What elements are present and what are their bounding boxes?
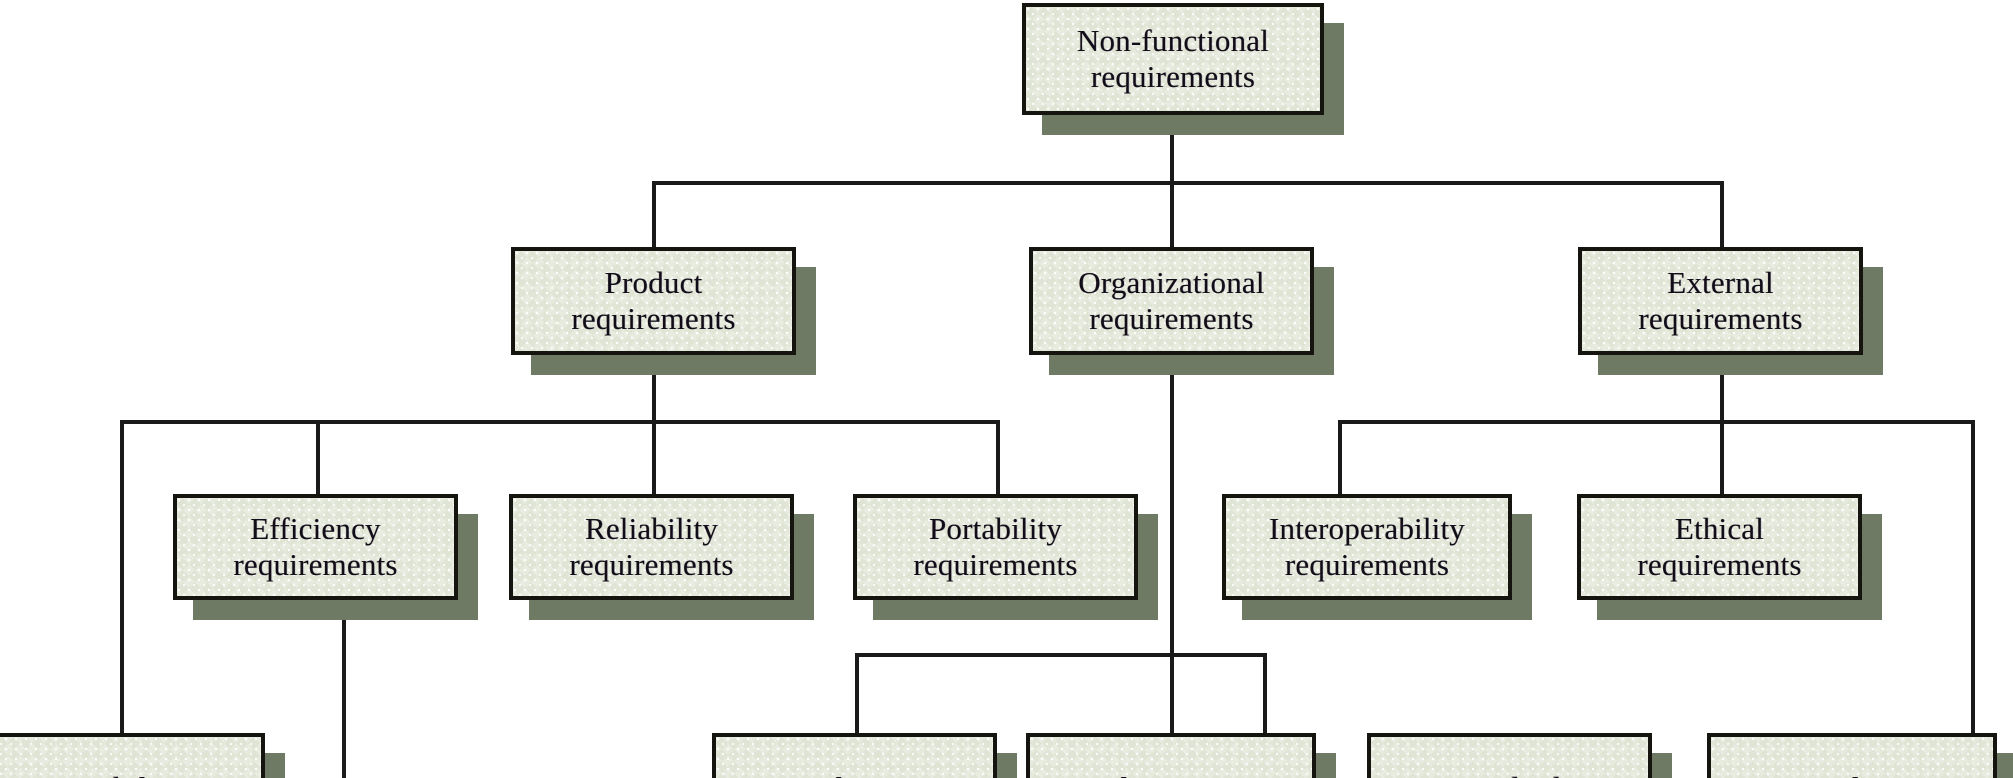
connector-to-efficiency bbox=[316, 420, 320, 498]
node-label: Delivery bbox=[792, 764, 918, 778]
node-organizational-requirements[interactable]: Organizational requirements bbox=[1029, 247, 1334, 375]
connector-organizational-bus bbox=[855, 653, 1267, 657]
node-box: Efficiency requirements bbox=[173, 494, 458, 600]
connector-organizational-stem bbox=[1170, 355, 1174, 755]
connector-to-usability bbox=[120, 420, 124, 735]
node-interoperability-requirements[interactable]: Interoperability requirements bbox=[1222, 494, 1532, 620]
node-label: Interoperability requirements bbox=[1268, 510, 1465, 582]
node-box: Delivery bbox=[712, 733, 997, 778]
connector-to-portability bbox=[996, 420, 1000, 498]
connector-to-standards bbox=[1263, 653, 1267, 735]
node-product-requirements[interactable]: Product requirements bbox=[511, 247, 816, 375]
connector-to-delivery bbox=[855, 653, 859, 735]
node-non-functional-requirements[interactable]: Non-functional requirements bbox=[1022, 3, 1344, 135]
node-external-requirements[interactable]: External requirements bbox=[1578, 247, 1883, 375]
node-ethical-requirements[interactable]: Ethical requirements bbox=[1577, 494, 1882, 620]
node-box: Reliability requirements bbox=[509, 494, 794, 600]
node-box: Interoperability requirements bbox=[1222, 494, 1512, 600]
connector-to-legislative bbox=[1971, 420, 1975, 735]
node-box: Non-functional requirements bbox=[1022, 3, 1324, 115]
node-label: Efficiency requirements bbox=[233, 510, 398, 582]
node-label: Product requirements bbox=[571, 264, 736, 336]
node-label: Legislative bbox=[1774, 764, 1930, 778]
node-efficiency-requirements[interactable]: Efficiency requirements bbox=[173, 494, 478, 620]
node-box: External requirements bbox=[1578, 247, 1863, 355]
connector-product-stem bbox=[652, 355, 656, 424]
connector-efficiency-stem bbox=[342, 600, 346, 778]
node-box: Implementation bbox=[1026, 733, 1316, 778]
node-label: Standards bbox=[1439, 764, 1579, 778]
connector-to-interoperability bbox=[1338, 420, 1342, 498]
node-reliability-requirements[interactable]: Reliability requirements bbox=[509, 494, 814, 620]
connector-to-product bbox=[652, 181, 656, 249]
node-label: Implementation bbox=[1062, 764, 1279, 778]
connector-to-organizational bbox=[1170, 181, 1174, 249]
connector-product-bus bbox=[120, 420, 1000, 424]
node-label: Portability requirements bbox=[913, 510, 1078, 582]
connector-to-ethical bbox=[1720, 420, 1724, 498]
node-label: Ethical requirements bbox=[1637, 510, 1802, 582]
node-portability-requirements[interactable]: Portability requirements bbox=[853, 494, 1158, 620]
node-label: Non-functional requirements bbox=[1076, 22, 1270, 94]
connector-level1-bus bbox=[652, 181, 1724, 185]
connector-external-bus bbox=[1338, 420, 1975, 424]
node-label: Organizational requirements bbox=[1078, 264, 1265, 336]
connector-root-stem bbox=[1170, 115, 1174, 183]
node-label: External requirements bbox=[1638, 264, 1803, 336]
connector-external-stem bbox=[1720, 355, 1724, 424]
node-box: Organizational requirements bbox=[1029, 247, 1314, 355]
node-usability[interactable]: Usability bbox=[0, 733, 285, 778]
node-label: Usability bbox=[57, 764, 188, 778]
node-delivery[interactable]: Delivery bbox=[712, 733, 1017, 778]
node-box: Product requirements bbox=[511, 247, 796, 355]
node-legislative[interactable]: Legislative bbox=[1707, 733, 2013, 778]
node-box: Standards bbox=[1367, 733, 1652, 778]
node-standards[interactable]: Standards bbox=[1367, 733, 1672, 778]
node-box: Usability bbox=[0, 733, 265, 778]
node-box: Legislative bbox=[1707, 733, 1997, 778]
node-box: Portability requirements bbox=[853, 494, 1138, 600]
connector-to-external bbox=[1720, 181, 1724, 249]
connector-to-reliability bbox=[652, 420, 656, 498]
node-implementation[interactable]: Implementation bbox=[1026, 733, 1336, 778]
node-box: Ethical requirements bbox=[1577, 494, 1862, 600]
node-label: Reliability requirements bbox=[569, 510, 734, 582]
